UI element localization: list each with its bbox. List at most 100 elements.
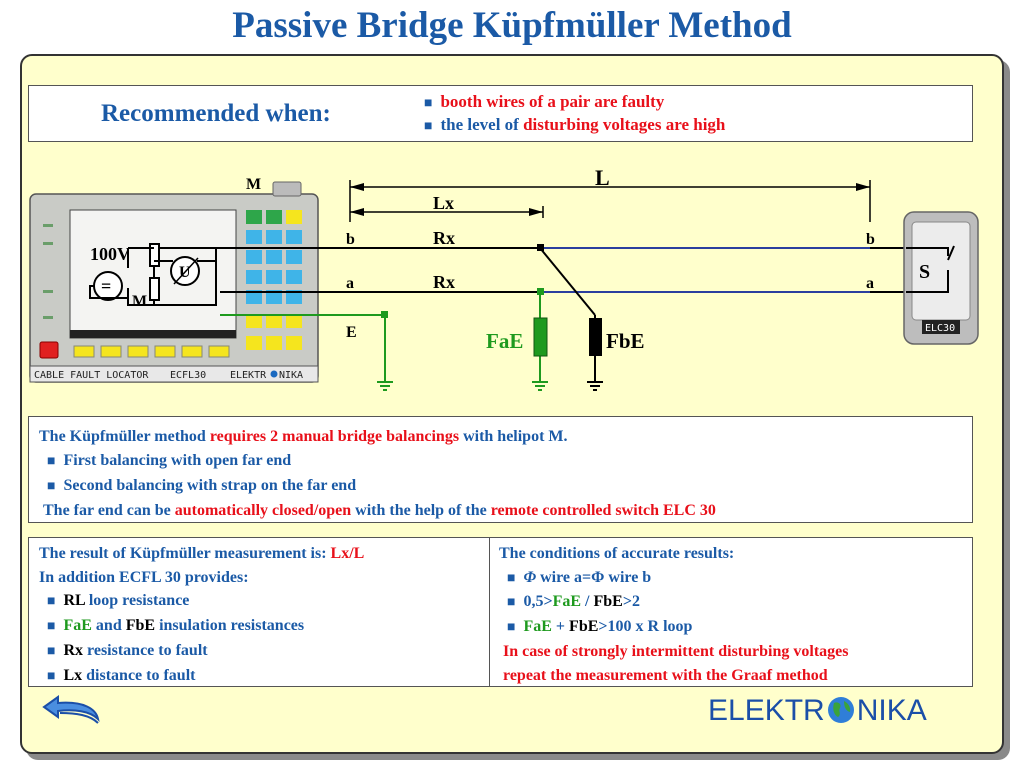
condition-text: 0,5> [523, 593, 553, 611]
result-term: FbE [125, 617, 156, 635]
switch-label: S [919, 261, 930, 283]
bullet-icon: ■ [507, 620, 516, 636]
back-arrow-icon[interactable] [40, 693, 108, 729]
result-text: distance to fault [82, 666, 196, 684]
elc30-switch: ELC30 S [903, 211, 979, 345]
result-text: and [91, 617, 126, 635]
result-term: FaE [63, 617, 92, 635]
helipot-label-top: M [246, 176, 261, 193]
recommended-item-highlight: disturbing voltages are high [523, 115, 726, 134]
recommended-box: Recommended when: ■ booth wires of a pair… [28, 85, 973, 142]
method-step: ■ Second balancing with strap on the far … [39, 474, 716, 499]
bullet-icon: ■ [507, 570, 516, 586]
condition-warning: repeat the measurement with the Graaf me… [503, 666, 828, 684]
resistance-a-label: Rx [433, 272, 455, 292]
bullet-icon: ■ [47, 668, 56, 684]
condition-term: FbE [569, 618, 599, 636]
fault-resistor-b-icon [589, 318, 602, 356]
logo-text: ELEKTR [708, 694, 825, 727]
globe-icon [827, 697, 854, 723]
wire-b-right: b [866, 231, 875, 248]
length-label: L [595, 165, 610, 190]
results-conditions: The conditions of accurate results: ■ Φ w… [499, 542, 848, 687]
result-text: resistance to fault [83, 641, 208, 659]
method-step-text: Second balancing with strap on the far e… [63, 477, 357, 494]
bullet-icon: ■ [47, 619, 56, 635]
function-keys [73, 345, 230, 358]
method-line: The Küpfmüller method requires 2 manual … [39, 425, 716, 449]
ground-icon [587, 381, 603, 391]
fault-a-label: FaE [486, 329, 523, 353]
recommended-item-text: the level of [440, 115, 524, 134]
recommended-item: ■ the level of disturbing voltages are hi… [424, 114, 725, 137]
bridge-circuit [127, 243, 220, 306]
method-text: with the help of the [351, 502, 491, 519]
result-term: Rx [63, 641, 84, 659]
wire-a-left: a [346, 275, 354, 292]
device-footer-name: CABLE FAULT LOCATOR [34, 370, 149, 381]
bullet-icon: ■ [507, 595, 516, 611]
voltmeter-label: U [179, 264, 191, 281]
circuit-diagram: M CABLE FAULT LOCATOR ECFL30 [29, 165, 979, 391]
result-term: RL [63, 592, 85, 610]
condition-term: FaE [552, 593, 582, 611]
elc30-label: ELC30 [925, 323, 955, 334]
recommended-item: ■ booth wires of a pair are faulty [424, 91, 725, 114]
resistance-b-label: Rx [433, 228, 455, 248]
result-ratio: Lx/L [330, 545, 365, 562]
fault-b-label: FbE [606, 329, 645, 353]
result-text: loop resistance [84, 592, 190, 610]
method-step-text: First balancing with open far end [63, 452, 292, 469]
phi-symbol: Φ [523, 568, 537, 586]
condition-text: >2 [622, 593, 640, 611]
fault-distance-label: Lx [433, 193, 454, 213]
column-divider [489, 538, 490, 686]
method-step: ■ First balancing with open far end [39, 449, 716, 474]
device-footer-model: ECFL30 [170, 370, 206, 381]
method-box: The Küpfmüller method requires 2 manual … [28, 416, 973, 523]
earth-label: E [346, 324, 357, 341]
helipot-label: M [132, 293, 147, 310]
source-symbol: = [101, 276, 111, 296]
bullet-icon: ■ [47, 594, 56, 610]
device-footer-brand: ELEKTR [230, 370, 267, 381]
recommended-item-text: booth wires of a pair are faulty [440, 92, 665, 111]
results-provided: The result of Küpfmüller measurement is:… [39, 542, 364, 688]
wire-a-right: a [866, 275, 874, 292]
result-text: insulation resistances [155, 617, 305, 635]
voltage-label: 100V [90, 244, 130, 264]
condition-term: FbE [593, 593, 623, 611]
bullet-icon: ■ [47, 479, 56, 494]
bullet-icon: ■ [47, 454, 56, 469]
logo-text: NIKA [856, 694, 927, 727]
wires [220, 247, 906, 382]
result-text: In addition ECFL 30 provides: [39, 568, 249, 586]
method-highlight: automatically closed/open [174, 502, 352, 519]
method-text: with helipot M. [459, 428, 568, 445]
conditions-heading: The conditions of accurate results: [499, 545, 735, 562]
device-footer-brand-end: NIKA [279, 370, 303, 381]
condition-warning: In case of strongly intermittent disturb… [503, 642, 849, 660]
method-text: The Küpfmüller method [39, 428, 210, 445]
elektronika-logo: ELEKTR NIKA [708, 694, 927, 728]
method-highlight: remote controlled switch ELC 30 [490, 502, 716, 519]
ground-icon [377, 381, 393, 391]
bullet-icon: ■ [424, 119, 433, 134]
page-title: Passive Bridge Küpfmüller Method [232, 5, 792, 46]
method-line: The far end can be automatically closed/… [39, 499, 716, 523]
bullet-icon: ■ [424, 96, 433, 111]
bullet-icon: ■ [47, 643, 56, 659]
result-text: The result of Küpfmüller measurement is: [39, 545, 331, 562]
dimension-lines [349, 180, 871, 222]
keypad [246, 210, 302, 350]
condition-text: >100 x R loop [598, 618, 693, 636]
method-highlight: requires 2 manual bridge balancings [209, 428, 460, 445]
result-term: Lx [63, 666, 83, 684]
fault-resistor-a-icon [533, 317, 548, 357]
recommended-heading: Recommended when: [101, 100, 331, 127]
condition-text: + [551, 618, 570, 636]
method-text: The far end can be [43, 502, 175, 519]
condition-text: wire a=Φ wire b [536, 568, 652, 586]
recommended-list: ■ booth wires of a pair are faulty ■ the l… [424, 91, 725, 137]
wire-b-left: b [346, 231, 355, 248]
